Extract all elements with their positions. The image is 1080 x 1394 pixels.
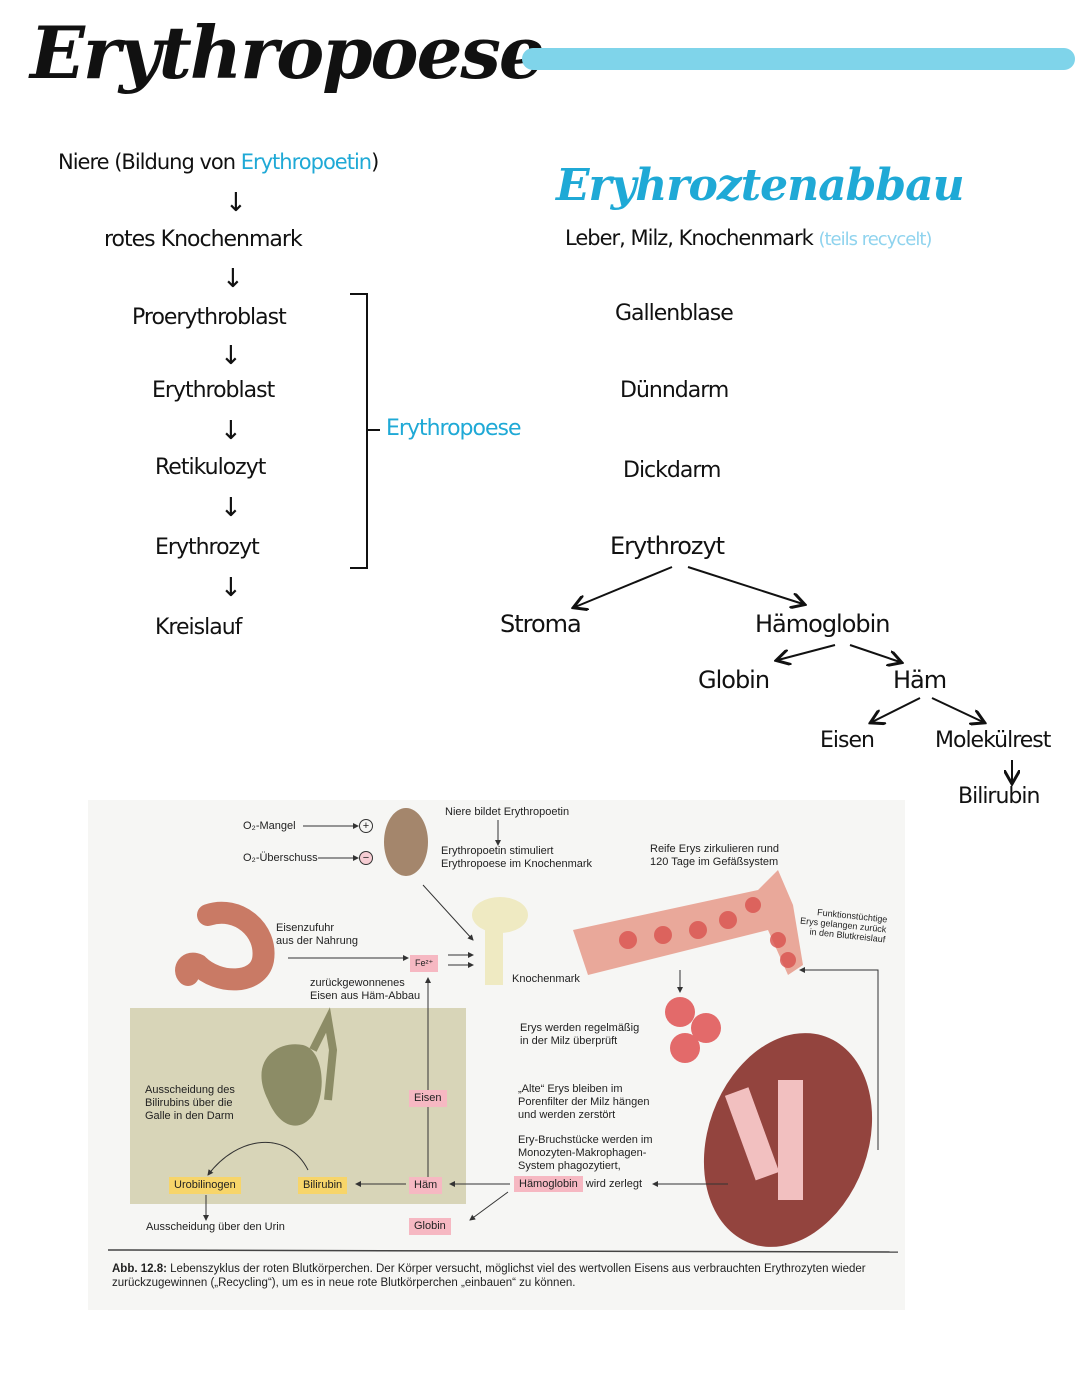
title-underline-bar: [522, 48, 1075, 70]
tree-arrows: [0, 566, 1080, 800]
bracket-label: Erythropoese: [386, 416, 522, 441]
o2-ueberschuss-label: O₂-Überschuss: [243, 852, 318, 864]
erythropoetin-text: Erythropoetin: [240, 150, 372, 174]
eisenzufuhr-label: Eisenzufuhr aus der Nahrung: [276, 922, 358, 947]
down-arrow: ↓: [220, 341, 242, 371]
stomach-icon: [175, 901, 275, 991]
organ-gallenblase: Gallenblase: [615, 301, 734, 326]
niere-label: Niere bildet Erythropoetin: [445, 806, 570, 818]
step-erythrozyt: Erythrozyt: [155, 535, 260, 560]
milz-check-label: Erys werden regelmäßig in der Milz überp…: [520, 1022, 640, 1047]
alte-erys-label: „Alte“ Erys bleiben im Porenfilter der M…: [518, 1083, 650, 1121]
epo-label: Erythropoetin stimuliert Erythropoese im…: [441, 845, 593, 870]
reife-label: Reife Erys zirkulieren rund 120 Tage im …: [650, 843, 779, 868]
organ-dickdarm: Dickdarm: [623, 458, 721, 483]
blood-vessel-icon: [573, 870, 803, 975]
down-arrow: ↓: [225, 188, 247, 218]
haem-tag: Häm: [409, 1177, 443, 1194]
kidney-icon: [384, 808, 428, 876]
bilirubin-tag: Bilirubin: [298, 1177, 348, 1194]
minus-icon: −: [359, 851, 373, 865]
tree-haemoglobin: Hämoglobin: [755, 610, 891, 638]
recycled-note: (teils recycelt): [818, 229, 932, 250]
step-proerythroblast: Proerythroblast: [132, 305, 287, 330]
caption-label: Abb. 12.8:: [112, 1263, 167, 1275]
tree-erythrozyt: Erythrozyt: [610, 532, 725, 560]
organs-text: Leber, Milz, Knochenmark: [565, 226, 814, 250]
gallbladder-icon: [261, 1044, 322, 1126]
step-knochenmark: rotes Knochenmark: [104, 227, 303, 252]
tree-molekuelrest: Molekülrest: [935, 728, 1051, 753]
tree-eisen: Eisen: [820, 728, 875, 753]
eisen-tag: Eisen: [409, 1090, 447, 1107]
zurueck-label: zurückgewonnenes Eisen aus Häm-Abbau: [310, 977, 421, 1002]
bone-icon: [485, 925, 503, 985]
tree-globin: Globin: [698, 666, 770, 694]
zerlegt-text: wird zerlegt: [582, 1178, 642, 1190]
figure-caption: Abb. 12.8: Lebenszyklus der roten Blutkö…: [112, 1262, 902, 1290]
page-title: Erythropoese: [30, 10, 545, 95]
step-erythroblast: Erythroblast: [152, 378, 275, 403]
urin-label: Ausscheidung über den Urin: [146, 1221, 285, 1233]
down-arrow: ↓: [220, 416, 242, 446]
tree-haem: Häm: [893, 666, 947, 694]
niere-text: Niere (Bildung von: [58, 150, 241, 174]
urobilinogen-tag: Urobilinogen: [169, 1177, 241, 1194]
down-arrow: ↓: [220, 573, 242, 603]
tree-stroma: Stroma: [500, 610, 582, 638]
abbau-subtitle: Leber, Milz, Knochenmark (teils recycelt…: [565, 226, 932, 250]
niere-line: Niere (Bildung von Erythropoetin): [58, 150, 379, 174]
down-arrow: ↓: [222, 264, 244, 294]
down-arrow: ↓: [220, 493, 242, 523]
knochenmark-label: Knochenmark: [512, 973, 580, 985]
abbau-title: Eryhroztenabbau: [556, 160, 965, 211]
haemoglobin-tag: Hämoglobin: [514, 1176, 583, 1192]
fe-label: Fe²⁺: [410, 955, 439, 972]
globin-tag: Globin: [409, 1218, 451, 1235]
step-kreislauf: Kreislauf: [155, 615, 242, 640]
bracket-tick: [366, 429, 380, 431]
zerlegt-line: Hämoglobin wird zerlegt: [514, 1176, 642, 1192]
niere-suffix: ): [371, 150, 379, 174]
caption-text: Lebenszyklus der roten Blutkörperchen. D…: [112, 1263, 866, 1289]
ausscheidung-galle-label: Ausscheidung des Bilirubins über die Gal…: [145, 1084, 235, 1122]
textbook-figure: O₂-Mangel + O₂-Überschuss − Niere bildet…: [88, 800, 905, 1310]
tree-bilirubin: Bilirubin: [958, 784, 1040, 809]
organ-duenndarm: Dünndarm: [620, 378, 729, 403]
o2-mangel-label: O₂-Mangel: [243, 820, 296, 832]
plus-icon: +: [359, 819, 373, 833]
red-blood-cells-icon: [665, 997, 721, 1063]
step-retikulozyt: Retikulozyt: [155, 455, 266, 480]
bracket: [350, 293, 368, 569]
bruchstuecke-label: Ery-Bruchstücke werden im Monozyten-Makr…: [518, 1134, 653, 1172]
